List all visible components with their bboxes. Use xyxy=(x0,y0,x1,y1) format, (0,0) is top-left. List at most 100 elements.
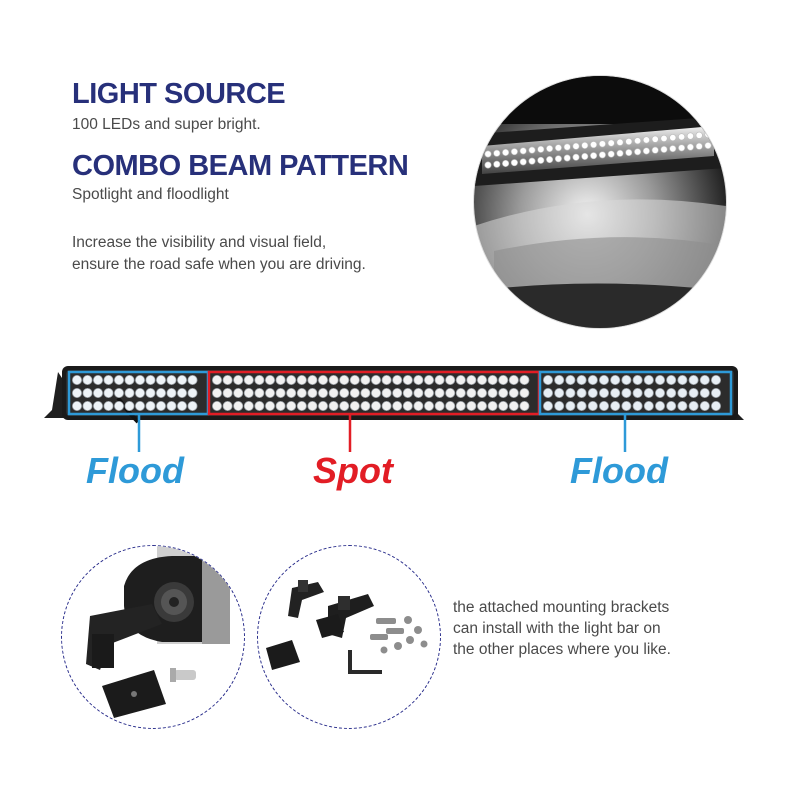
led-dot xyxy=(621,374,632,385)
hero-led-dot xyxy=(537,156,545,164)
led-dot xyxy=(688,374,699,385)
brackets-caption: the attached mounting brackets can insta… xyxy=(453,597,671,660)
hero-led-dot xyxy=(634,137,642,145)
led-dot xyxy=(688,401,699,412)
led-dot xyxy=(632,401,643,412)
bracket-attached-photo xyxy=(61,545,245,729)
hero-led-dot xyxy=(616,149,624,157)
flood-led-grid-left xyxy=(72,374,198,412)
led-dot xyxy=(114,374,125,385)
hero-led-dot xyxy=(554,144,562,152)
led-dot xyxy=(413,374,424,385)
led-dot xyxy=(498,401,509,412)
led-dot xyxy=(211,374,222,385)
led-dot xyxy=(370,401,381,412)
led-dot xyxy=(317,401,328,412)
led-dot xyxy=(307,388,318,399)
description-line-1: Increase the visibility and visual field… xyxy=(72,234,327,251)
led-dot xyxy=(423,401,434,412)
led-dot xyxy=(145,401,156,412)
led-dot xyxy=(711,401,722,412)
led-dot xyxy=(576,388,587,399)
led-dot xyxy=(576,374,587,385)
led-dot xyxy=(72,374,83,385)
led-dot xyxy=(632,374,643,385)
hero-led-dot xyxy=(502,159,510,167)
hero-led-dot xyxy=(598,151,606,159)
hero-led-dot xyxy=(590,152,598,160)
led-dot xyxy=(155,374,166,385)
hero-led-dot xyxy=(484,161,492,169)
led-dot xyxy=(677,388,688,399)
led-dot xyxy=(381,401,392,412)
led-dot xyxy=(392,374,403,385)
led-dot xyxy=(360,401,371,412)
led-dot xyxy=(587,388,598,399)
spot-led-grid xyxy=(211,374,530,412)
description-line-2: ensure the road safe when you are drivin… xyxy=(72,256,366,273)
led-dot xyxy=(643,388,654,399)
led-dot xyxy=(519,401,530,412)
led-dot xyxy=(286,401,297,412)
led-dot xyxy=(166,401,177,412)
light-source-subtitle: 100 LEDs and super bright. xyxy=(72,116,261,133)
light-source-heading: LIGHT SOURCE xyxy=(72,78,286,110)
led-dot xyxy=(610,374,621,385)
led-dot xyxy=(621,401,632,412)
led-dot xyxy=(519,374,530,385)
led-dot xyxy=(82,374,93,385)
hero-led-dot xyxy=(651,135,659,143)
led-dot xyxy=(599,401,610,412)
hero-led-dot xyxy=(519,158,527,166)
led-dot xyxy=(476,401,487,412)
hero-led-dot xyxy=(695,142,703,150)
led-dot xyxy=(103,374,114,385)
hero-led-dot xyxy=(660,134,668,142)
led-dot xyxy=(296,401,307,412)
led-dot xyxy=(114,388,125,399)
led-dot xyxy=(699,401,710,412)
led-dot xyxy=(166,374,177,385)
led-dot xyxy=(476,374,487,385)
hero-led-dot xyxy=(581,141,589,149)
bolt-icon xyxy=(174,670,196,680)
led-dot xyxy=(254,388,265,399)
led-dot xyxy=(254,401,265,412)
led-dot xyxy=(434,374,445,385)
hero-led-dot xyxy=(510,148,518,156)
led-dot xyxy=(666,374,677,385)
led-dot xyxy=(392,401,403,412)
description-paragraph: Increase the visibility and visual field… xyxy=(72,232,366,276)
led-dot xyxy=(413,401,424,412)
hero-led-dot xyxy=(484,150,492,158)
led-dot xyxy=(307,401,318,412)
hero-led-dot xyxy=(669,145,677,153)
led-dot xyxy=(599,374,610,385)
led-dot xyxy=(328,401,339,412)
hero-led-dot xyxy=(581,152,589,160)
beam-pattern-subtitle: Spotlight and floodlight xyxy=(72,186,229,203)
led-dot xyxy=(699,374,710,385)
led-dot xyxy=(392,388,403,399)
led-dot xyxy=(621,388,632,399)
beam-pattern-heading: COMBO BEAM PATTERN xyxy=(72,150,409,182)
led-dot xyxy=(82,401,93,412)
spot-label: Spot xyxy=(313,450,393,491)
led-dot xyxy=(222,401,233,412)
led-dot xyxy=(134,374,145,385)
led-dot xyxy=(643,401,654,412)
led-dot xyxy=(114,401,125,412)
bracket-kit-icon xyxy=(266,580,428,674)
led-dot xyxy=(296,374,307,385)
led-dot xyxy=(360,374,371,385)
led-dot xyxy=(275,374,286,385)
led-dot xyxy=(339,401,350,412)
led-dot xyxy=(543,388,554,399)
hero-led-dot xyxy=(642,136,650,144)
led-dot xyxy=(655,388,666,399)
led-dot xyxy=(587,401,598,412)
led-dot xyxy=(455,374,466,385)
led-dot xyxy=(632,388,643,399)
led-dot xyxy=(466,401,477,412)
led-dot xyxy=(286,388,297,399)
